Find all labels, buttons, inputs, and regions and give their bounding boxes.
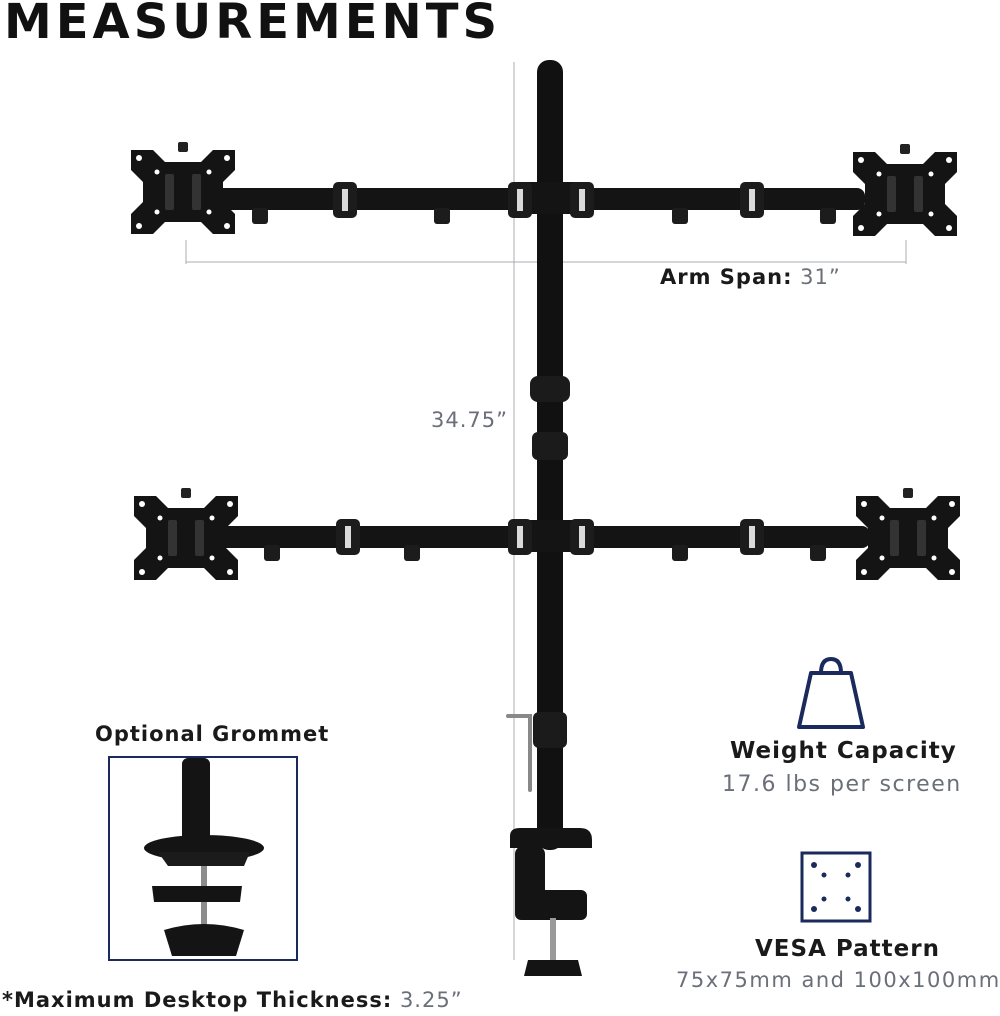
weight-icon (797, 656, 865, 729)
grommet-label: Optional Grommet (95, 722, 330, 746)
arm-span-value: 31” (800, 265, 841, 289)
arm-span-label: Arm Span: (660, 265, 793, 289)
desktop-thickness-note: *Maximum Desktop Thickness: 3.25” (2, 988, 463, 1012)
weight-capacity-label: Weight Capacity (730, 738, 957, 764)
weight-capacity-value: 17.6 lbs per screen (722, 772, 962, 797)
vesa-pattern-label: VESA Pattern (755, 936, 940, 962)
vesa-pattern-value: 75x75mm and 100x100mm (676, 968, 1000, 992)
grommet-inset (108, 756, 298, 961)
arm-span-measurement: Arm Span: 31” (660, 265, 841, 289)
page-title: MEASUREMENTS (4, 0, 502, 50)
desktop-thickness-value: 3.25” (399, 988, 463, 1012)
vesa-pattern-icon (800, 851, 872, 923)
grommet-illustration (144, 758, 264, 956)
desktop-thickness-label: *Maximum Desktop Thickness: (2, 988, 393, 1012)
height-measurement-value: 34.75” (431, 408, 508, 432)
